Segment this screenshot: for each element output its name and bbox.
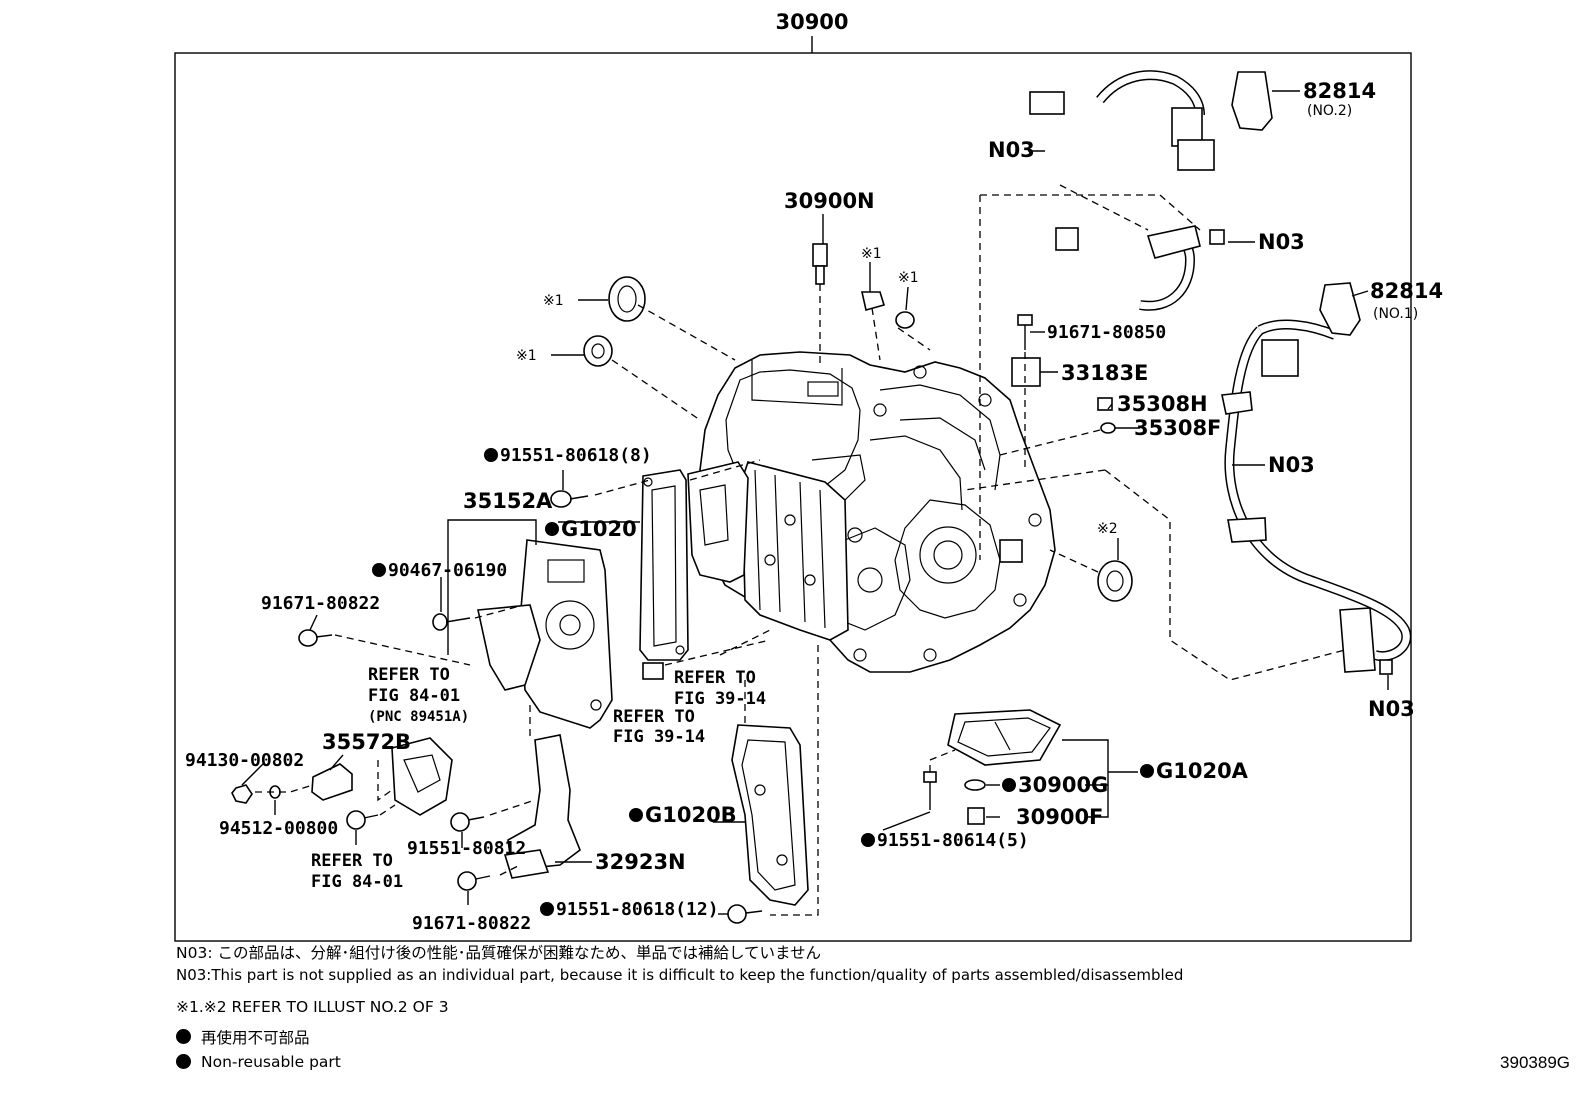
label-refer-84-01-a-line1: REFER TO: [368, 665, 450, 685]
non-reusable-dot: [1140, 764, 1154, 778]
label-35308f: 35308F: [1134, 416, 1221, 440]
small-parts: [231, 243, 1133, 924]
label-mark1-plug-a: ※1: [861, 246, 882, 262]
label-refer-84-01-b-line1: REFER TO: [311, 851, 393, 871]
non-reusable-dot: [484, 448, 498, 462]
label-refer-84-01-a-line3: (PNC 89451A): [368, 709, 469, 725]
label-94512-00800: 94512-00800: [219, 818, 338, 839]
label-refer-39-14-b-line1: REFER TO: [613, 707, 695, 727]
label-g1020: G1020: [561, 517, 637, 541]
legend-english: Non-reusable part: [176, 1049, 1376, 1074]
label-30900g: 30900G: [1018, 773, 1108, 797]
label-refer-39-14-a-line1: REFER TO: [674, 668, 756, 688]
leader-lines: [241, 90, 1389, 915]
label-33183e: 33183E: [1061, 361, 1148, 385]
non-reusable-dot: [861, 833, 875, 847]
label-91551-80618-8: 91551-80618(8): [500, 445, 652, 466]
label-82814-no2-sub: (NO.2): [1307, 103, 1352, 119]
label-91671-80822-a: 91671-80822: [261, 593, 380, 614]
covers-and-gaskets: [391, 469, 1062, 906]
note-n03-english: N03:This part is not supplied as an indi…: [176, 966, 1184, 984]
assembly-number: 30900: [775, 10, 848, 34]
label-35572b: 35572B: [322, 730, 411, 754]
label-mark2-seal: ※2: [1097, 521, 1118, 537]
label-82814-no2: 82814: [1303, 79, 1376, 103]
note-n03-japanese: N03: この部品は、分解･組付け後の性能･品質確保が困難なため、単品では補給し…: [176, 944, 822, 962]
callout-labels: 82814 (NO.2) N03 N03 82814 (NO.1) N03 N0…: [185, 79, 1443, 934]
wire-harness-no2: [1029, 70, 1273, 311]
non-reusable-dot: [372, 563, 386, 577]
legend-english-text: Non-reusable part: [201, 1052, 341, 1071]
legend-japanese-text: 再使用不可部品: [201, 1028, 310, 1047]
label-91671-80850: 91671-80850: [1047, 322, 1166, 343]
label-refer-39-14-a-line2: FIG 39-14: [674, 689, 766, 709]
label-n03-bottom: N03: [1368, 697, 1415, 721]
label-refer-39-14-b-line2: FIG 39-14: [613, 727, 705, 747]
figure-code: 390389G: [1500, 1053, 1570, 1072]
label-91551-80614-5: 91551-80614(5): [877, 830, 1029, 851]
label-30900n: 30900N: [784, 189, 875, 213]
label-n03-bracket: N03: [1258, 230, 1305, 254]
wire-harness-no1: [1221, 282, 1412, 675]
bullet-icon: [176, 1029, 191, 1044]
label-32923n: 32923N: [595, 850, 686, 874]
label-refer-84-01-b-line2: FIG 84-01: [311, 872, 403, 892]
label-91551-80618-12: 91551-80618(12): [556, 899, 719, 920]
non-reusable-dot: [540, 902, 554, 916]
label-90467-06190: 90467-06190: [388, 560, 507, 581]
label-mark1-seal-a: ※1: [543, 293, 564, 309]
assembly-frame: [174, 52, 1412, 942]
legend-japanese: 再使用不可部品: [176, 1024, 1376, 1049]
label-mark1-seal-b: ※1: [516, 348, 537, 364]
label-n03-top: N03: [988, 138, 1035, 162]
bullet-icon: [176, 1054, 191, 1069]
non-reusable-dot: [629, 808, 643, 822]
label-refer-84-01-a-line2: FIG 84-01: [368, 686, 460, 706]
notes-block: N03: この部品は、分解･組付け後の性能･品質確保が困難なため、単品では補給し…: [176, 942, 1376, 1074]
label-35152a: 35152A: [463, 489, 553, 513]
non-reusable-dot: [1002, 778, 1016, 792]
label-94130-00802: 94130-00802: [185, 750, 304, 771]
label-91671-80822-b: 91671-80822: [412, 913, 531, 934]
note-refer-illust: ※1.※2 REFER TO ILLUST NO.2 OF 3: [176, 998, 449, 1016]
label-35308h: 35308H: [1117, 392, 1208, 416]
label-g1020a: G1020A: [1156, 759, 1249, 783]
label-mark1-plug-b: ※1: [898, 270, 919, 286]
label-30900f: 30900F: [1016, 805, 1103, 829]
label-g1020b: G1020B: [645, 803, 737, 827]
non-reusable-dot: [545, 522, 559, 536]
label-91551-80812: 91551-80812: [407, 838, 526, 859]
label-82814-no1: 82814: [1370, 279, 1443, 303]
dashed-leaders: [255, 184, 1346, 916]
label-82814-no1-sub: (NO.1): [1373, 306, 1418, 322]
transaxle-case: [687, 351, 1056, 673]
label-n03-mid: N03: [1268, 453, 1315, 477]
